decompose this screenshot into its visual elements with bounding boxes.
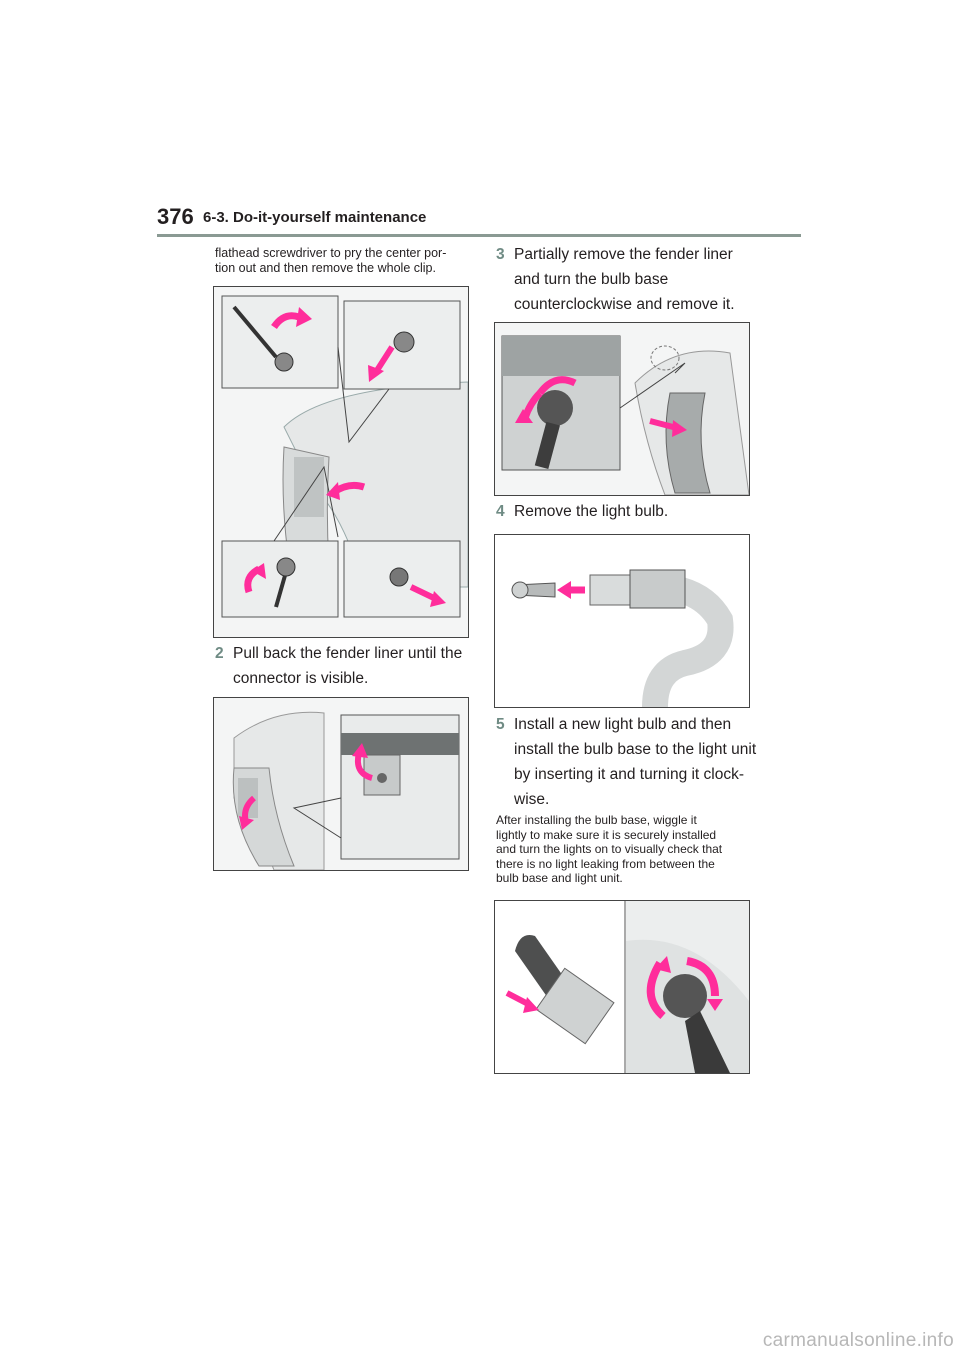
- figure-clip-removal: [213, 286, 469, 638]
- page-number: 376: [157, 204, 194, 229]
- note-line-4: there is no light leaking from between t…: [496, 856, 715, 871]
- section-title: 6-3. Do-it-yourself maintenance: [203, 209, 427, 226]
- step-2-number: 2: [215, 645, 224, 662]
- step-2-line-1: Pull back the fender liner until the: [233, 645, 463, 662]
- step-5-line-2: install the bulb base to the light unit: [514, 741, 757, 758]
- step-5: 5 Install a new light bulb and then inst…: [496, 712, 776, 812]
- step-4: 4 Remove the light bulb.: [496, 499, 776, 525]
- figure-turn-bulb-base: [494, 322, 750, 496]
- step-4-text: Remove the light bulb.: [514, 499, 668, 524]
- step-5-text: Install a new light bulb and then instal…: [514, 712, 756, 812]
- turn-bulb-base-illustration: [495, 323, 749, 495]
- step-3-line-3: counterclockwise and remove it.: [514, 296, 735, 313]
- step-2-text: Pull back the fender liner until the con…: [233, 641, 462, 691]
- install-bulb-illustration: [495, 901, 749, 1073]
- step-3-text: Partially remove the fender liner and tu…: [514, 242, 735, 317]
- note-line-1: After installing the bulb base, wiggle i…: [496, 813, 697, 827]
- step-2: 2 Pull back the fender liner until the c…: [215, 641, 475, 693]
- note-line-2: lightly to make sure it is securely inst…: [496, 827, 717, 842]
- step-4-line-1: Remove the light bulb.: [514, 503, 669, 520]
- note-line-3: and turn the lights on to visually check…: [496, 842, 723, 856]
- step-3: 3 Partially remove the fender liner and …: [496, 242, 776, 318]
- intro-line-2: tion out and then remove the whole clip.: [215, 261, 436, 275]
- step-3-number: 3: [496, 246, 505, 263]
- step-5-line-4: wise.: [514, 791, 550, 808]
- step-3-line-1: Partially remove the fender liner: [514, 246, 733, 263]
- note-line-5: bulb base and light unit.: [496, 871, 623, 885]
- step-5-line-1: Install a new light bulb and then: [514, 716, 732, 733]
- figure-pull-back-liner: [213, 697, 469, 871]
- pull-back-liner-illustration: [214, 698, 468, 870]
- install-note: After installing the bulb base, wiggle i…: [496, 813, 766, 886]
- figure-remove-light-bulb: [494, 534, 750, 708]
- step-5-number: 5: [496, 716, 505, 733]
- step-2-line-2: connector is visible.: [233, 670, 369, 687]
- intro-line-1: flathead screwdriver to pry the center p…: [215, 246, 447, 260]
- step-3-line-2: and turn the bulb base: [514, 271, 669, 288]
- watermark: carmanualsonline.info: [762, 1330, 954, 1351]
- clip-removal-illustration: [214, 287, 468, 637]
- page-header: 376 6-3. Do-it-yourself maintenance: [157, 204, 801, 237]
- figure-install-bulb: [494, 900, 750, 1074]
- intro-text: flathead screwdriver to pry the center p…: [215, 246, 475, 276]
- step-4-number: 4: [496, 503, 505, 520]
- step-5-line-3: by inserting it and turning it clock-: [514, 766, 745, 783]
- header-rule: [157, 234, 801, 237]
- remove-light-bulb-illustration: [495, 535, 749, 707]
